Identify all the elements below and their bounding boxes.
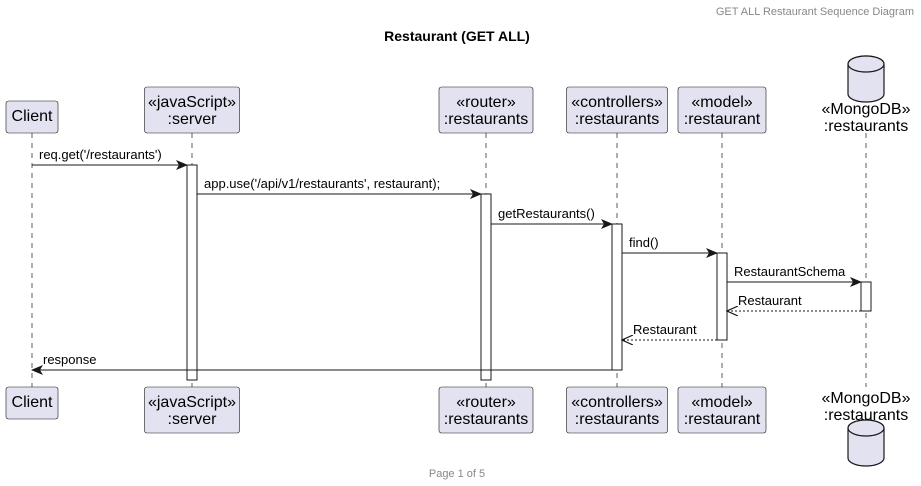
participant-name: :restaurant [684,411,761,428]
message-6: Restaurant [727,293,861,311]
participant-name: :server [168,411,218,428]
participant-box [144,386,240,434]
participant-controllers-bottom: «controllers»:restaurants [566,386,668,434]
participant-name: :server [168,111,218,128]
participant-box [438,386,534,434]
participant-server-top: «javaScript»:server [144,86,240,134]
message-2: app.use('/api/v1/restaurants', restauran… [197,176,482,199]
participant-box [677,86,767,134]
participant-name: «javaScript» [148,94,236,111]
participant-name: :restaurant [684,111,761,128]
message-label: Restaurant [633,322,697,337]
message-7: Restaurant [622,322,717,340]
participant-name: «model» [691,94,752,111]
activation-bar-controllers [611,223,623,371]
participant-name: «router» [456,94,516,111]
lifelines [31,133,867,387]
participant-box [438,86,534,134]
diagram-title: Restaurant (GET ALL) [384,28,530,44]
participants-bottom: Client«javaScript»:server«router»:restau… [5,386,911,467]
participant-name: «model» [691,394,752,411]
activation-bar-router [480,193,492,381]
participant-name: «controllers» [571,394,663,411]
participant-name: :restaurants [824,118,908,135]
participant-name: Client [12,394,53,411]
database-icon [847,55,885,103]
participant-name: :restaurants [575,111,659,128]
participant-box [677,386,767,434]
database-icon [847,419,885,467]
message-8: response [31,352,612,375]
participant-name: «router» [456,394,516,411]
participant-box [5,386,59,420]
message-1: req.get('/restaurants') [32,147,188,170]
messages: req.get('/restaurants') app.use('/api/v1/… [31,147,862,375]
participant-name: «MongoDB» [822,101,911,118]
activation-bar-server [186,164,198,381]
participant-mongodb-bottom: «MongoDB»:restaurants [822,390,911,467]
participant-model-bottom: «model»:restaurant [677,386,767,434]
participant-router-bottom: «router»:restaurants [438,386,534,434]
message-label: app.use('/api/v1/restaurants', restauran… [204,176,440,191]
participant-name: «javaScript» [148,394,236,411]
participant-box [566,86,668,134]
diagram-header: GET ALL Restaurant Sequence Diagram [716,6,914,18]
activation-bar-mongodb [860,281,872,312]
activation-bars [186,164,872,381]
message-label: Restaurant [738,293,802,308]
participant-server-bottom: «javaScript»:server [144,386,240,434]
participant-client-top: Client [5,100,59,134]
participant-name: «controllers» [571,94,663,111]
participant-router-top: «router»:restaurants [438,86,534,134]
message-label: getRestaurants() [498,206,595,221]
participant-name: :restaurants [444,111,528,128]
participant-model-top: «model»:restaurant [677,86,767,134]
message-3: getRestaurants() [491,206,613,229]
message-label: req.get('/restaurants') [39,147,162,162]
message-5: RestaurantSchema [727,264,862,287]
activation-bar-model [716,252,728,341]
participant-mongodb-top: «MongoDB»:restaurants [822,55,911,135]
participant-client-bottom: Client [5,386,59,420]
message-label: RestaurantSchema [734,264,846,279]
participant-name: :restaurants [824,407,908,424]
participant-name: :restaurants [444,411,528,428]
participant-box [144,86,240,134]
message-label: find() [629,235,659,250]
participant-name: «MongoDB» [822,390,911,407]
participant-box [5,100,59,134]
participant-name: :restaurants [575,411,659,428]
participants-top: Client«javaScript»:server«router»:restau… [5,55,911,135]
message-4: find() [622,235,718,258]
participant-box [566,386,668,434]
message-label: response [43,352,96,367]
participant-controllers-top: «controllers»:restaurants [566,86,668,134]
page-footer: Page 1 of 5 [429,468,485,480]
participant-name: Client [12,108,53,125]
